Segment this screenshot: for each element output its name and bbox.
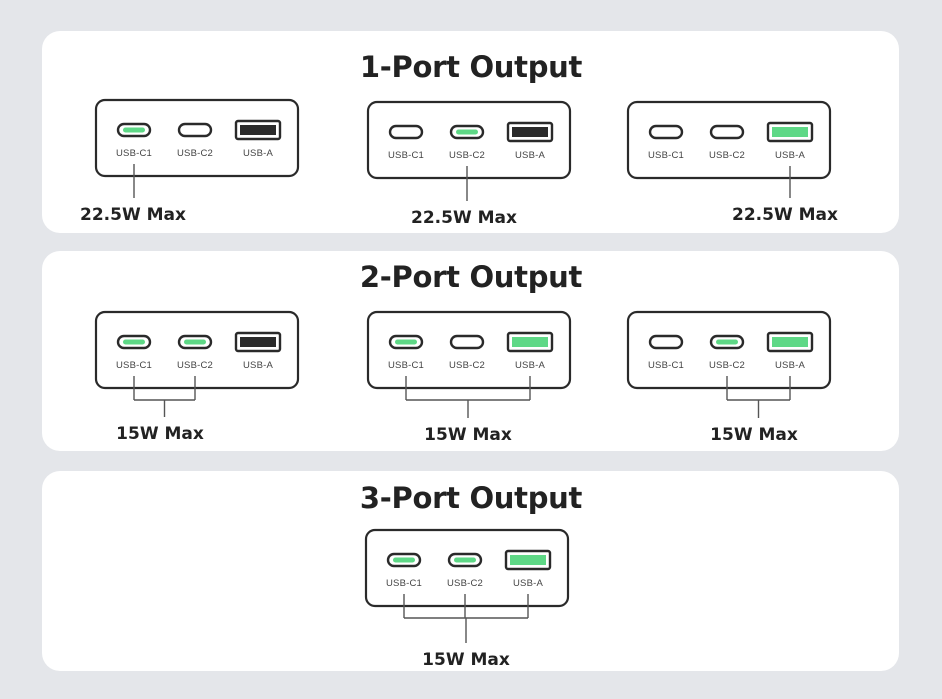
usb-c-port-slot <box>456 129 478 135</box>
usb-c-port-slot <box>454 557 476 563</box>
usb-a-port-slot <box>240 125 276 135</box>
port-label: USB-C1 <box>386 578 422 589</box>
port-label: USB-A <box>515 150 545 161</box>
usb-a-port-slot <box>240 337 276 347</box>
usb-c-port-slot <box>655 129 677 135</box>
section-title-2-port: 2-Port Output <box>359 260 583 294</box>
port-label: USB-C2 <box>447 578 483 589</box>
port-label: USB-A <box>243 148 273 159</box>
section-title-3-port: 3-Port Output <box>359 481 583 515</box>
power-bank-body <box>364 528 570 608</box>
power-bank-config: USB-C1 USB-C2 USB-A 22.5W Max <box>366 100 572 228</box>
port-label: USB-C1 <box>648 150 684 161</box>
port-label: USB-C2 <box>709 150 745 161</box>
port-label: USB-C1 <box>116 360 152 371</box>
usb-a-port-slot <box>512 337 548 347</box>
power-bank-config: USB-C1 USB-C2 USB-A 15W Max <box>364 528 570 670</box>
usb-a-port-slot <box>510 555 546 565</box>
port-label: USB-C2 <box>177 148 213 159</box>
max-power-label: 15W Max <box>424 425 512 445</box>
power-bank-body <box>366 100 572 180</box>
power-bank-body <box>626 100 832 180</box>
power-bank-body <box>626 310 832 390</box>
port-label: USB-A <box>243 360 273 371</box>
max-power-label: 22.5W Max <box>80 205 186 225</box>
usb-c-port-slot <box>655 339 677 345</box>
port-label: USB-C1 <box>388 150 424 161</box>
power-bank-config: USB-C1 USB-C2 USB-A 15W Max <box>366 310 572 445</box>
usb-c-port-slot <box>716 339 738 345</box>
port-label: USB-C1 <box>388 360 424 371</box>
port-label: USB-C2 <box>177 360 213 371</box>
usb-c-port-slot <box>393 557 415 563</box>
max-power-label: 15W Max <box>710 425 798 445</box>
port-label: USB-A <box>513 578 543 589</box>
port-label: USB-C2 <box>709 360 745 371</box>
max-power-label: 15W Max <box>422 650 510 670</box>
port-label: USB-A <box>775 360 805 371</box>
usb-a-port-slot <box>512 127 548 137</box>
power-bank-body <box>366 310 572 390</box>
power-bank-config: USB-C1 USB-C2 USB-A 15W Max <box>94 310 300 444</box>
usb-c-port-slot <box>395 129 417 135</box>
port-label: USB-C2 <box>449 360 485 371</box>
max-power-label: 22.5W Max <box>411 208 517 228</box>
usb-c-port-slot <box>716 129 738 135</box>
port-label: USB-A <box>775 150 805 161</box>
max-power-label: 22.5W Max <box>732 205 838 225</box>
usb-a-port-slot <box>772 127 808 137</box>
usb-a-port-slot <box>772 337 808 347</box>
usb-c-port-slot <box>184 127 206 133</box>
power-bank-body <box>94 310 300 390</box>
power-bank-config: USB-C1 USB-C2 USB-A 15W Max <box>626 310 832 445</box>
port-label: USB-C1 <box>648 360 684 371</box>
power-bank-body <box>94 98 300 178</box>
port-label: USB-A <box>515 360 545 371</box>
port-label: USB-C1 <box>116 148 152 159</box>
usb-c-port-slot <box>184 339 206 345</box>
usb-c-port-slot <box>395 339 417 345</box>
usb-c-port-slot <box>456 339 478 345</box>
section-title-1-port: 1-Port Output <box>359 50 583 84</box>
usb-c-port-slot <box>123 127 145 133</box>
port-label: USB-C2 <box>449 150 485 161</box>
usb-c-port-slot <box>123 339 145 345</box>
power-bank-config: USB-C1 USB-C2 USB-A 22.5W Max <box>80 98 300 225</box>
power-bank-config: USB-C1 USB-C2 USB-A 22.5W Max <box>626 100 838 225</box>
max-power-label: 15W Max <box>116 424 204 444</box>
